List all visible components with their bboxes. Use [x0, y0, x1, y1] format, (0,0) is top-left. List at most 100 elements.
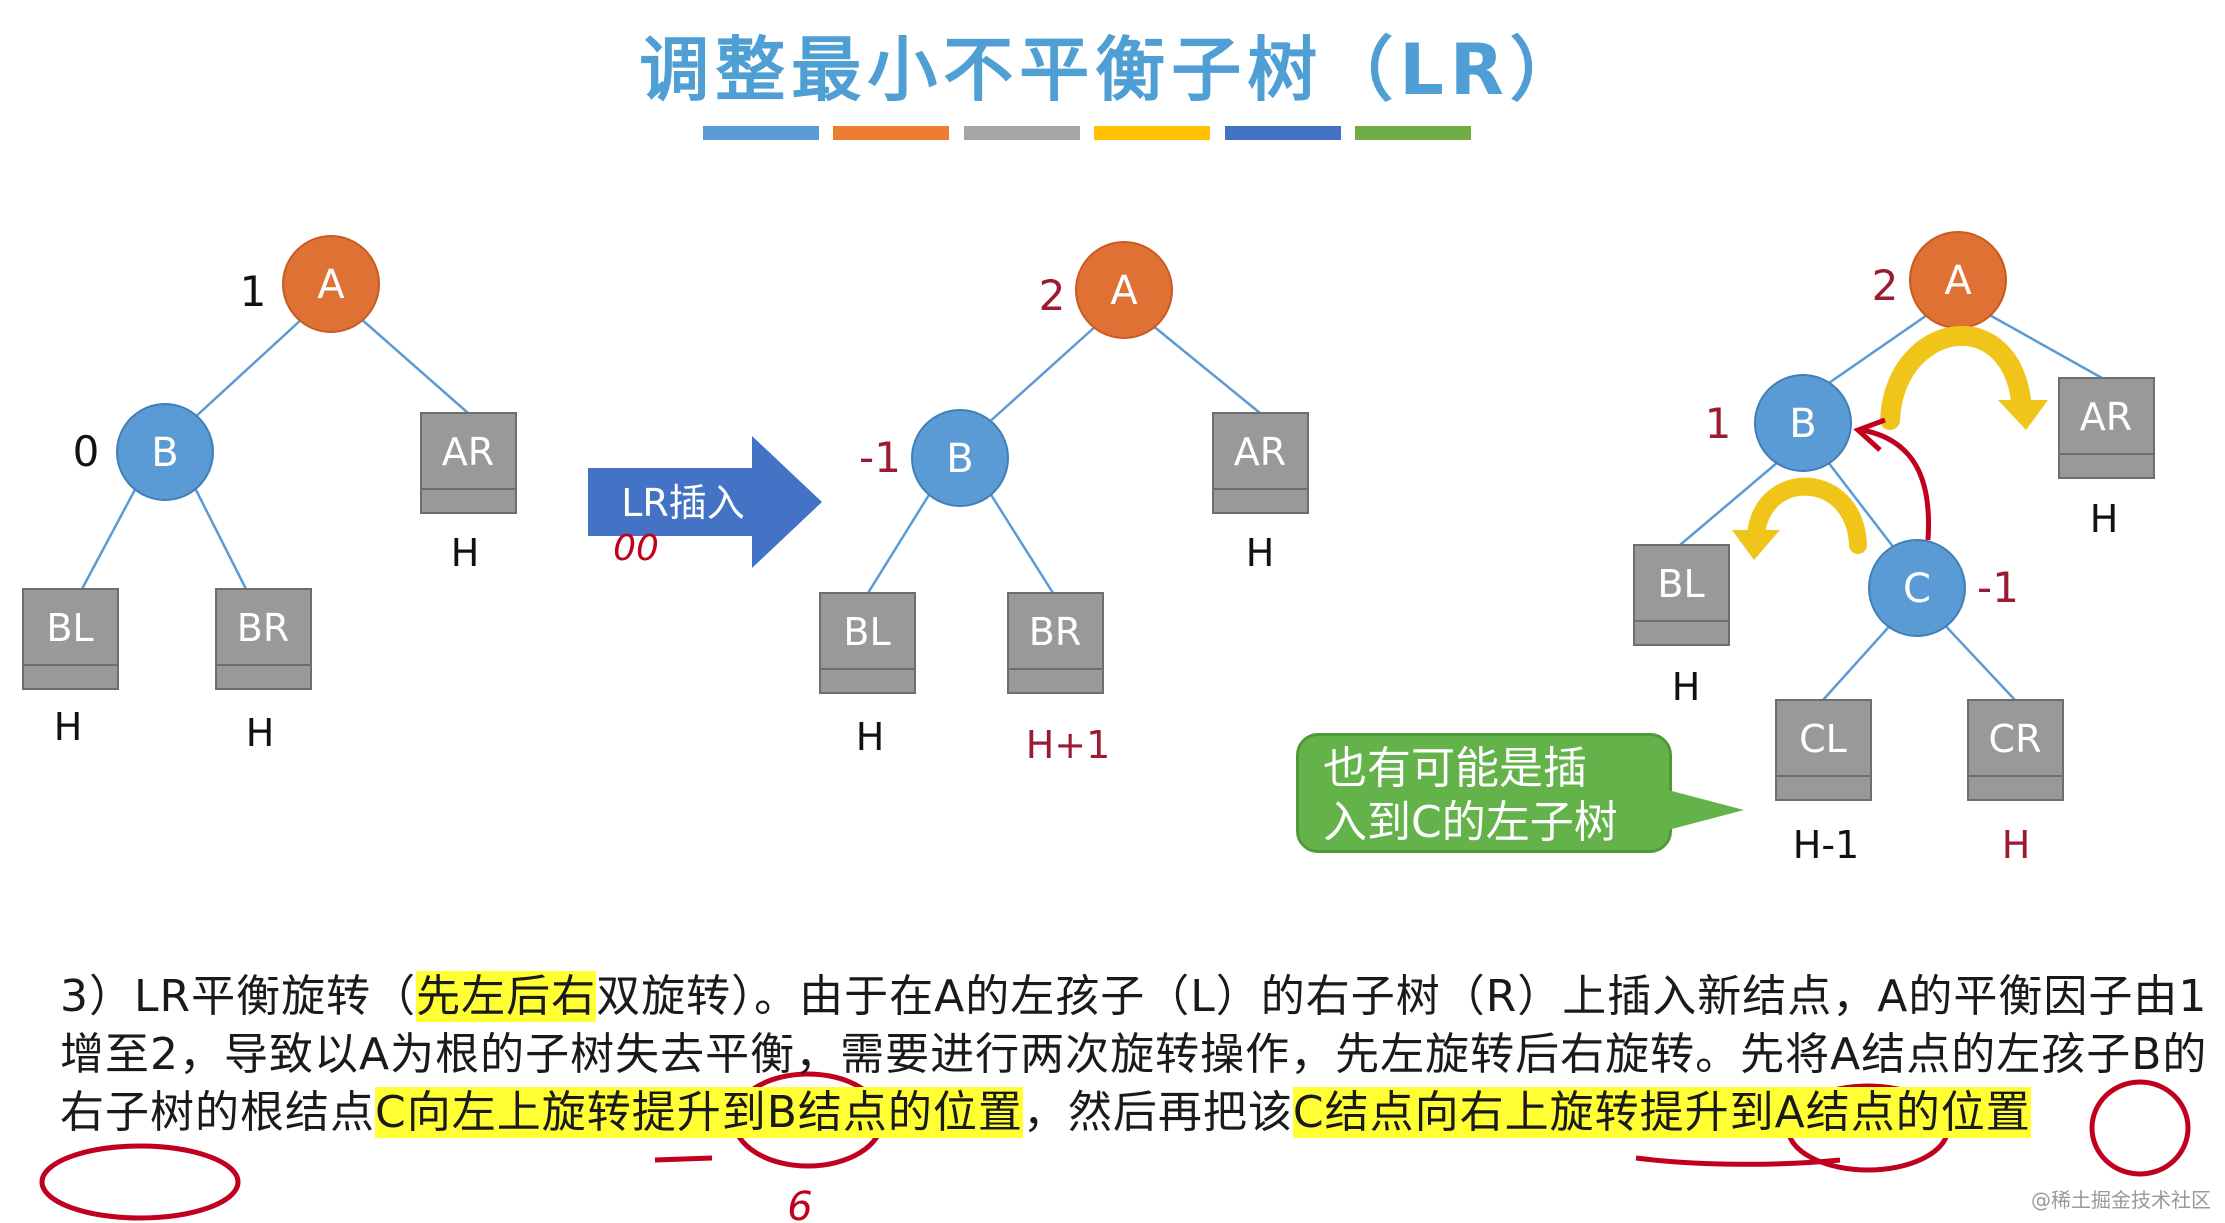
hint-callout: 也有可能是插 入到C的左子树 — [1296, 733, 1672, 853]
box-ar-rect — [1212, 412, 1309, 514]
node-b-circle — [911, 409, 1009, 507]
edge-c-cl — [1822, 619, 1896, 701]
tree-after-insert-edges — [866, 324, 1261, 594]
subtree-ar-box: AR — [1212, 412, 1309, 514]
node-b-label: B — [1789, 401, 1816, 447]
box-bl-rect — [22, 588, 119, 690]
edge-c-cr — [1939, 619, 2016, 701]
color-bar-6 — [1355, 126, 1471, 140]
tree-before-insert — [80, 317, 469, 590]
box-bl-rect — [819, 592, 916, 694]
para-part-1: 3）LR平衡旋转（ — [60, 971, 417, 1022]
edge-a-ar — [1985, 311, 2103, 380]
box-br-label: BR — [1029, 610, 1081, 654]
subtree-br-box: BR — [1007, 592, 1104, 694]
node-c-circle — [1868, 539, 1966, 637]
node-b-circle — [1754, 374, 1852, 472]
height-ar: H — [2090, 497, 2119, 541]
height-br: H+1 — [1026, 723, 1111, 767]
box-cl-label: CL — [1799, 717, 1847, 761]
box-ar-label: AR — [442, 430, 494, 474]
para-highlight-1: 先左后右 — [416, 971, 597, 1022]
height-cl: H-1 — [1793, 823, 1859, 867]
balance-factor-b: 1 — [1705, 399, 1732, 448]
edge-a-ar — [1151, 324, 1261, 414]
para-part-5: ，然后再把该 — [1022, 1087, 1293, 1138]
edge-b-c — [1827, 461, 1895, 549]
lr-insert-arrow: LR插入 00 — [588, 436, 822, 569]
explanation-paragraph: 3）LR平衡旋转（先左后右双旋转）。由于在A的左孩子（L）的右子树（R）上插入新… — [60, 968, 2210, 1142]
box-bl-label: BL — [46, 606, 93, 650]
subtree-bl-box: BL — [1633, 544, 1730, 646]
edge-b-bl — [866, 489, 934, 594]
box-cl-rect — [1775, 699, 1872, 801]
box-cr-label: CR — [1989, 717, 2042, 761]
watermark: @稀土掘金技术社区 — [2031, 1188, 2211, 1212]
node-b-label: B — [151, 430, 178, 476]
height-cr: H — [2002, 823, 2031, 867]
height-bl: H — [54, 705, 83, 749]
tree-after-insert-nodes: A 2 B -1 AR H BL H BR H+1 — [819, 241, 1309, 767]
node-a-label: A — [1110, 268, 1138, 314]
box-bl-rect — [1633, 544, 1730, 646]
box-ar-rect — [2058, 377, 2155, 479]
edge-a-b — [985, 324, 1098, 426]
callout-tail — [1668, 790, 1744, 830]
subtree-br-box: BR — [215, 588, 312, 690]
box-br-rect — [1007, 592, 1104, 694]
right-rotation-arrowhead-icon — [1998, 400, 2048, 430]
edge-a-b — [191, 317, 304, 421]
balance-factor-a: 2 — [1872, 261, 1899, 310]
handwritten-annotation: 00 — [613, 528, 659, 569]
height-ar: H — [451, 531, 480, 575]
ink-circle-position — [39, 1143, 241, 1221]
insert-arrow-label: LR插入 — [621, 481, 745, 525]
edge-b-br — [986, 489, 1055, 594]
box-br-rect — [215, 588, 312, 690]
handwritten-arrow-c-to-b — [1861, 427, 1932, 541]
ink-number: 6 — [787, 1184, 812, 1223]
ink-circle-a-node — [2089, 1079, 2191, 1177]
insert-arrow-shape — [588, 436, 822, 568]
edge-a-ar — [359, 317, 469, 414]
box-ar-rect — [420, 412, 517, 514]
node-a-label: A — [1944, 258, 1972, 304]
box-cr-rect — [1967, 699, 2064, 801]
para-part-3: 双旋转）。由于在A的左孩子（L）的右子树（R）上插入新结点，A的平衡因子由1增至… — [60, 971, 2208, 1138]
height-bl: H — [1672, 665, 1701, 709]
color-bar-3 — [964, 126, 1080, 140]
callout-line-1: 也有可能是插 — [1323, 743, 1587, 794]
height-br: H — [246, 711, 275, 755]
node-a-circle — [282, 235, 380, 333]
box-bl-label: BL — [1657, 562, 1704, 606]
height-bl: H — [856, 715, 885, 759]
node-c-label: C — [1903, 566, 1931, 612]
node-a-label: A — [317, 262, 345, 308]
tree-expanded-nodes: A 2 B 1 C -1 AR H BL H CL H-1 CR — [1633, 231, 2155, 867]
edge-a-b — [1825, 311, 1931, 387]
para-highlight-3: C结点向右上旋转提升到A结点的位置 — [1292, 1087, 2031, 1138]
edge-b-bl — [80, 483, 140, 590]
subtree-cr-box: CR — [1967, 699, 2064, 801]
height-ar: H — [1246, 531, 1275, 575]
box-bl-label: BL — [843, 610, 890, 654]
para-highlight-2: C向左上旋转提升到B结点的位置 — [375, 1087, 1023, 1138]
balance-factor-b: -1 — [859, 433, 901, 482]
box-ar-label: AR — [2080, 395, 2132, 439]
subtree-cl-box: CL — [1775, 699, 1872, 801]
subtree-ar-box: AR — [420, 412, 517, 514]
node-b-label: B — [946, 436, 973, 482]
callout-line-2: 入到C的左子树 — [1323, 797, 1618, 848]
ink-underline-c-node — [1635, 1155, 1841, 1167]
balance-factor-b: 0 — [73, 427, 100, 476]
handwritten-arrowhead — [1853, 417, 1886, 452]
color-bar-5 — [1225, 126, 1341, 140]
page-title: 调整最小不平衡子树（LR） — [639, 29, 1586, 111]
balance-factor-c: -1 — [1977, 563, 2019, 612]
right-rotation-arrow-icon — [1880, 325, 2032, 430]
balance-factor-a: 1 — [240, 267, 267, 316]
box-br-label: BR — [237, 606, 289, 650]
left-rotation-arrow-icon — [1747, 477, 1867, 554]
color-bar-4 — [1094, 126, 1210, 140]
ink-underline-c — [654, 1155, 713, 1163]
